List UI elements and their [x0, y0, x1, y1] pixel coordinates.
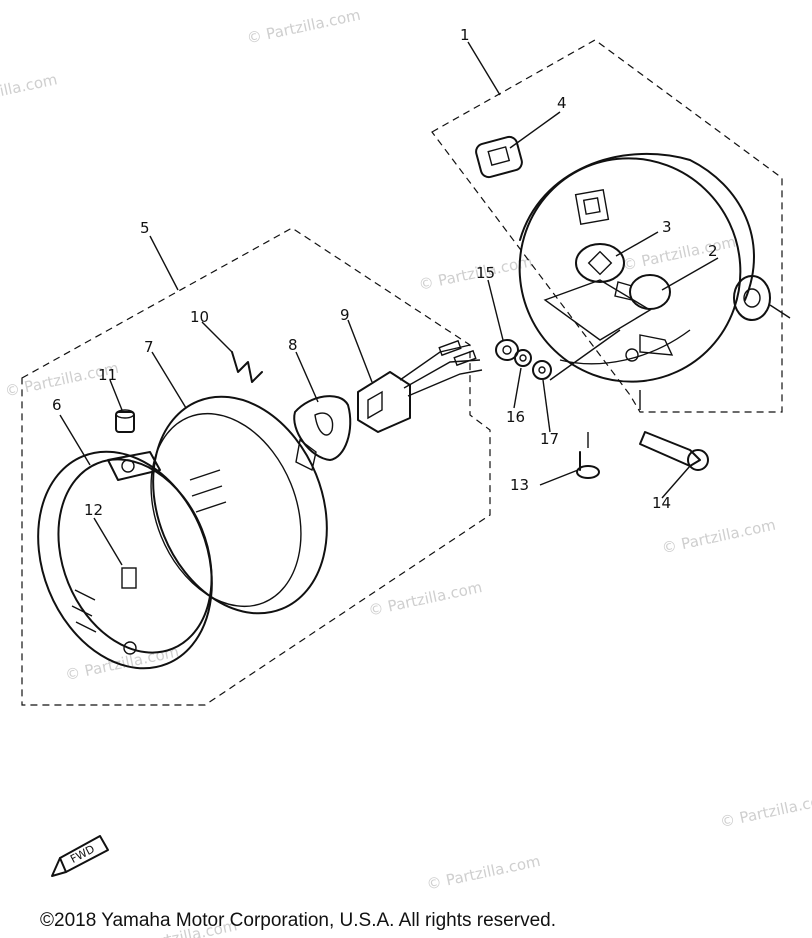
socket-part-9 [357, 339, 483, 433]
watermark: © Partzilla.com [367, 578, 484, 620]
callout-numbers: 1 2 3 4 5 6 7 8 9 10 11 12 13 14 15 16 1… [52, 26, 718, 519]
callout-9: 9 [340, 306, 350, 324]
watermark: © Partzilla.com [621, 233, 738, 275]
grommet-part-4 [475, 135, 523, 179]
dust-cover-part-8 [293, 395, 352, 461]
callout-16: 16 [506, 408, 525, 426]
callout-7: 7 [144, 338, 154, 356]
callout-15: 15 [476, 264, 495, 282]
callout-11: 11 [98, 366, 117, 384]
callout-13: 13 [510, 476, 529, 494]
callout-leaders [59, 41, 719, 566]
watermark: © Partzilla.com [660, 516, 777, 558]
callout-14: 14 [652, 494, 671, 512]
grommet-part-3 [575, 243, 625, 283]
copyright-notice: ©2018 Yamaha Motor Corporation, U.S.A. A… [40, 910, 556, 931]
watermark: © Partzilla.com [245, 6, 362, 48]
nut-part-11 [115, 409, 135, 433]
watermark: © Partzilla.com [425, 852, 542, 894]
callout-5: 5 [140, 219, 150, 237]
group-5-outline [21, 227, 491, 706]
washer-part-17 [532, 360, 552, 380]
rim-part-6 [37, 450, 213, 670]
callout-6: 6 [52, 396, 62, 414]
callout-2: 2 [708, 242, 718, 260]
watermark: © Partzilla.com [0, 70, 59, 112]
watermark: © Partzilla.com [718, 789, 812, 831]
watermark: © Partzilla.com [64, 642, 181, 684]
screw-part-13 [576, 432, 600, 479]
side-grommet [733, 275, 771, 321]
spring-part-10 [231, 351, 263, 383]
screw-axis-line [549, 329, 621, 381]
nut-part-15 [495, 339, 519, 361]
callout-8: 8 [288, 336, 298, 354]
callout-12: 12 [84, 501, 103, 519]
sealed-beam-part-7 [150, 395, 328, 615]
fwd-arrow: FWD [51, 835, 109, 877]
group-1-outline [431, 39, 783, 413]
leader-lines [639, 304, 791, 410]
callout-17: 17 [540, 430, 559, 448]
callout-3: 3 [662, 218, 672, 236]
callout-4: 4 [557, 94, 567, 112]
washer-part-16 [514, 349, 532, 367]
bolt-part-14 [639, 431, 709, 471]
callout-10: 10 [190, 308, 209, 326]
grommet-part-2 [614, 274, 671, 310]
callout-1: 1 [460, 26, 470, 44]
